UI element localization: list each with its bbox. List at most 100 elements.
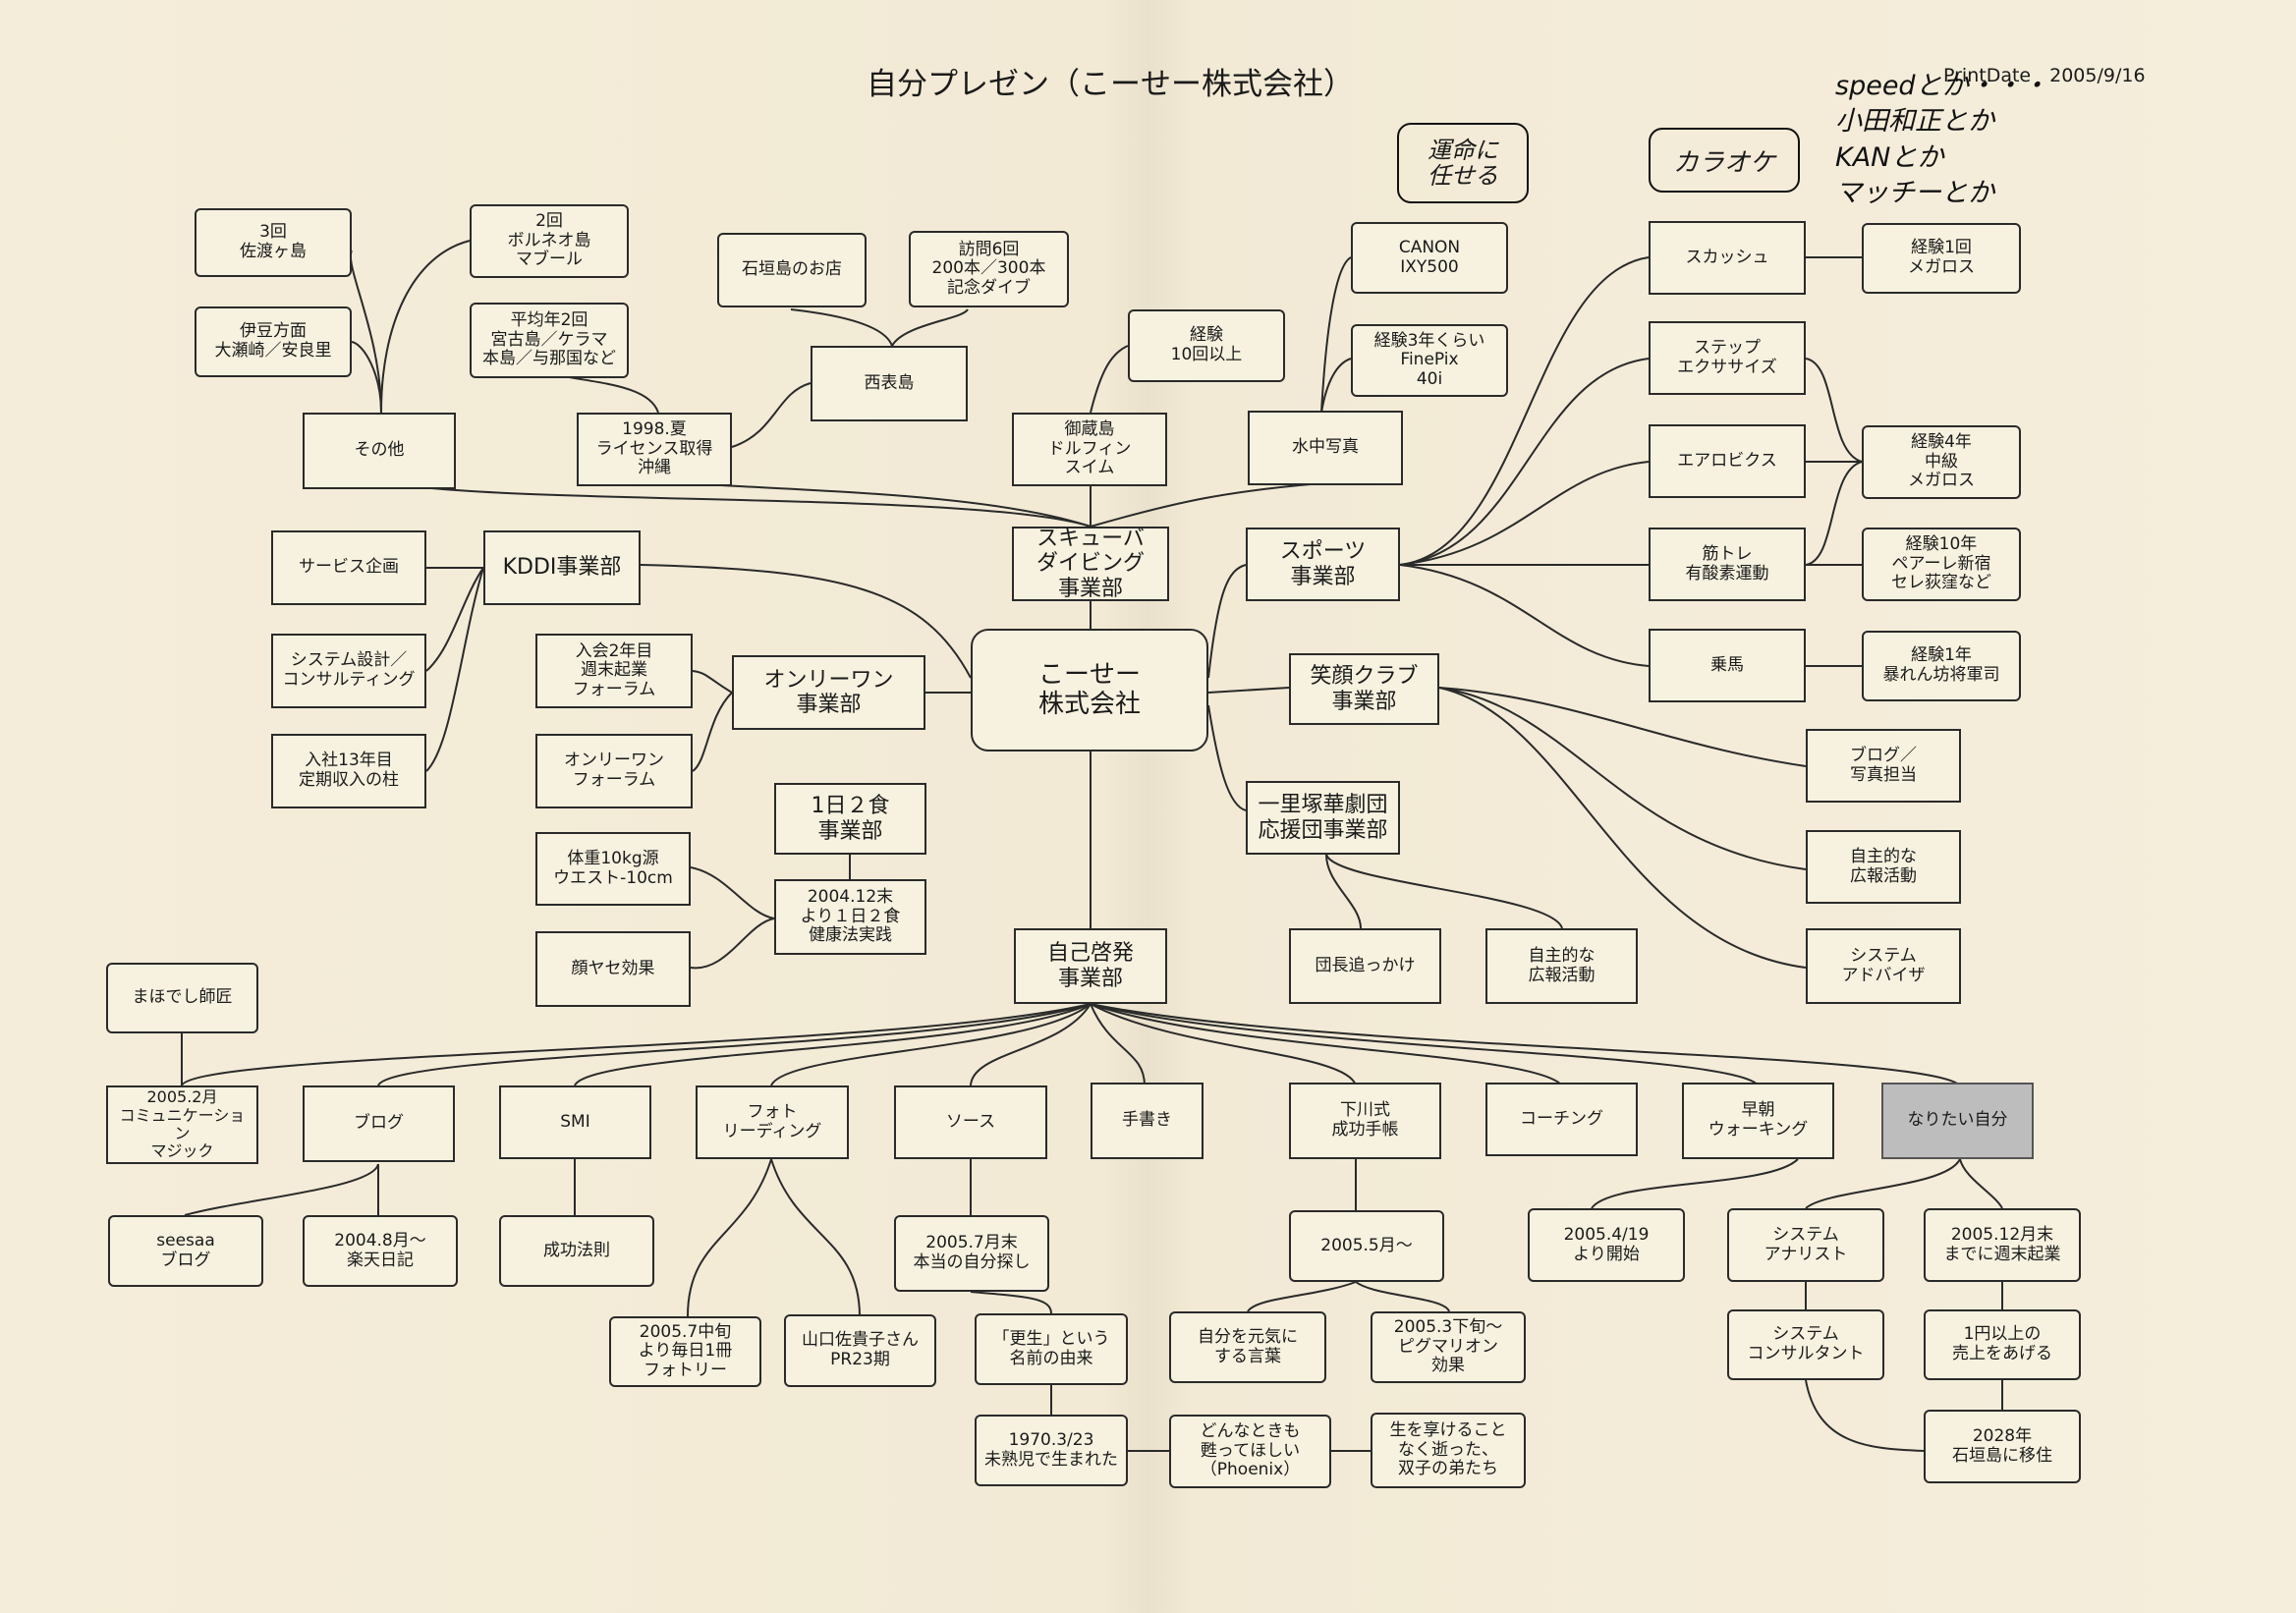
- node-kenko[interactable]: 2004.12末より１日２食健康法実践: [774, 879, 926, 955]
- node-center[interactable]: こーせー株式会社: [971, 629, 1208, 751]
- node-consultant[interactable]: システムコンサルタント: [1727, 1309, 1884, 1380]
- link-iriomote-shop: [790, 308, 893, 347]
- link-suichu-canon: [1320, 256, 1352, 414]
- node-mahoshi[interactable]: まほでし師匠: [106, 963, 258, 1033]
- node-ichinichi[interactable]: 1日２食事業部: [774, 783, 926, 855]
- node-blog[interactable]: ブログ: [303, 1085, 455, 1162]
- node-genki[interactable]: 自分を元気にする言葉: [1169, 1311, 1326, 1383]
- handwritten-artists: speedとか・・・ 小田和正とか KANとか マッチーとか: [1835, 71, 2048, 209]
- node-joba[interactable]: 乗馬: [1649, 629, 1806, 702]
- node-jishu2[interactable]: 自主的な広報活動: [1485, 928, 1638, 1004]
- node-service[interactable]: サービス企画: [271, 530, 426, 605]
- link-sports-step: [1399, 358, 1650, 566]
- link-egao-jishu: [1438, 687, 1807, 870]
- node-shumatsu[interactable]: 2005.12月末までに週末起業: [1924, 1208, 2081, 1282]
- node-comm-magic[interactable]: 2005.2月コミュニケーションマジック: [106, 1085, 258, 1164]
- node-kintore[interactable]: 筋トレ有酸素運動: [1649, 528, 1806, 601]
- node-onlyone-forum[interactable]: オンリーワンフォーラム: [535, 734, 693, 808]
- node-miyako[interactable]: 平均年2回宮古島／ケラマ本島／与那国など: [470, 303, 629, 378]
- node-rakuten[interactable]: 2004.8月～楽天日記: [303, 1215, 458, 1287]
- node-soucho[interactable]: 早朝ウォーキング: [1682, 1083, 1834, 1159]
- node-may2005[interactable]: 2005.5月～: [1289, 1210, 1444, 1282]
- link-jiko-comm: [181, 1003, 1092, 1086]
- node-blog-photo[interactable]: ブログ／写真担当: [1806, 729, 1961, 803]
- node-system-design[interactable]: システム設計／コンサルティング: [271, 634, 426, 708]
- link-scuba-sonota: [380, 480, 1092, 528]
- node-shimokawa[interactable]: 下川式成功手帳: [1289, 1083, 1441, 1159]
- node-ichirizuka[interactable]: 一里塚華劇団応援団事業部: [1246, 781, 1400, 855]
- node-jishu1[interactable]: 自主的な広報活動: [1806, 830, 1961, 904]
- node-phoenix[interactable]: どんなときも甦ってほしい（Phoenix）: [1169, 1415, 1331, 1488]
- node-kaoyase[interactable]: 顔ヤセ効果: [535, 931, 691, 1007]
- node-sado[interactable]: 3回佐渡ヶ島: [195, 208, 352, 277]
- node-aerobics[interactable]: エアロビクス: [1649, 424, 1806, 498]
- link-kin-aero: [1805, 461, 1863, 566]
- link-ichi-dancho: [1325, 854, 1362, 929]
- node-dancho[interactable]: 団長追っかけ: [1289, 928, 1441, 1004]
- node-coaching[interactable]: コーチング: [1485, 1083, 1638, 1156]
- link-onlyone-nyukai: [692, 670, 733, 694]
- node-taiju[interactable]: 体重10kg源ウエスト-10cm: [535, 832, 691, 906]
- link-blog-seesaa: [184, 1163, 379, 1216]
- node-jiko[interactable]: 自己啓発事業部: [1014, 928, 1167, 1004]
- node-nyusha13[interactable]: 入社13年目定期収入の柱: [271, 734, 426, 808]
- node-oku[interactable]: 1円以上の売上をあげる: [1924, 1309, 2081, 1380]
- print-date: PrintDate 2005/9/16: [1943, 65, 2146, 86]
- node-seikou[interactable]: 成功法則: [499, 1215, 654, 1287]
- node-squash-exp[interactable]: 経験1回メガロス: [1862, 223, 2021, 294]
- node-suichu[interactable]: 水中写真: [1248, 411, 1403, 485]
- node-scuba[interactable]: スキューバダイビング事業部: [1012, 527, 1169, 601]
- link-mikura-exp: [1090, 345, 1129, 414]
- node-futago[interactable]: 生を享けることなく逝った、双子の弟たち: [1371, 1413, 1526, 1488]
- node-borneo[interactable]: 2回ボルネオ島マブール: [470, 204, 629, 278]
- node-naritai[interactable]: なりたい自分: [1881, 1083, 2034, 1159]
- node-source[interactable]: ソース: [894, 1085, 1047, 1159]
- node-analyst[interactable]: システムアナリスト: [1727, 1208, 1884, 1282]
- node-izu[interactable]: 伊豆方面大瀬崎／安良里: [195, 306, 352, 377]
- link-kenko-kaoyase: [690, 918, 775, 970]
- node-license[interactable]: 1998.夏ライセンス取得沖縄: [577, 413, 732, 486]
- node-onlyone[interactable]: オンリーワン事業部: [732, 655, 925, 730]
- node-photo-reading[interactable]: フォトリーディング: [696, 1085, 849, 1159]
- link-sonota-sado: [349, 250, 382, 414]
- node-sys-adv[interactable]: システムアドバイザ: [1806, 928, 1961, 1004]
- link-center-ichirizuka: [1207, 704, 1247, 811]
- node-iriomote[interactable]: 西表島: [811, 346, 968, 421]
- node-kousei-name[interactable]: 「更生」という名前の由来: [975, 1313, 1128, 1385]
- link-kenko-taiju: [690, 866, 775, 919]
- node-squash[interactable]: スカッシュ: [1649, 221, 1806, 295]
- node-kin-exp[interactable]: 経験10年ペアーレ新宿セレ荻窪など: [1862, 528, 2021, 601]
- node-egao[interactable]: 笑顔クラブ事業部: [1289, 653, 1439, 725]
- node-jibun-sagashi[interactable]: 2005.7月末本当の自分探し: [894, 1215, 1049, 1292]
- node-nyukai2[interactable]: 入会2年目週末起業フォーラム: [535, 634, 693, 708]
- node-sonota[interactable]: その他: [303, 413, 456, 489]
- node-step[interactable]: ステップエクササイズ: [1649, 321, 1806, 395]
- node-sports[interactable]: スポーツ事業部: [1246, 528, 1400, 601]
- node-photory[interactable]: 2005.7中旬より毎日1冊フォトリー: [609, 1316, 761, 1387]
- link-egao-sysadv: [1438, 687, 1807, 969]
- node-kddi[interactable]: KDDI事業部: [483, 530, 641, 605]
- link-jiko-source: [970, 1003, 1092, 1086]
- node-aero-exp[interactable]: 経験4年中級メガロス: [1862, 425, 2021, 499]
- node-joba-exp[interactable]: 経験1年暴れん坊将軍司: [1862, 631, 2021, 701]
- link-jiko-smi: [574, 1003, 1092, 1086]
- link-kddi-system: [425, 567, 484, 672]
- link-iriomote-houmon: [891, 308, 969, 347]
- node-ijuu[interactable]: 2028年石垣島に移住: [1924, 1410, 2081, 1483]
- node-mikura[interactable]: 御蔵島ドルフィンスイム: [1012, 413, 1167, 486]
- node-pygmalion[interactable]: 2005.3下旬～ピグマリオン効果: [1371, 1311, 1526, 1383]
- link-jiko-tegaki: [1090, 1003, 1146, 1086]
- link-photo-photory: [687, 1158, 772, 1317]
- link-soucho-walk: [1591, 1158, 1799, 1209]
- node-ishigaki-shop[interactable]: 石垣島のお店: [717, 233, 867, 307]
- node-smi[interactable]: SMI: [499, 1085, 651, 1159]
- node-tegaki[interactable]: 手書き: [1091, 1083, 1204, 1159]
